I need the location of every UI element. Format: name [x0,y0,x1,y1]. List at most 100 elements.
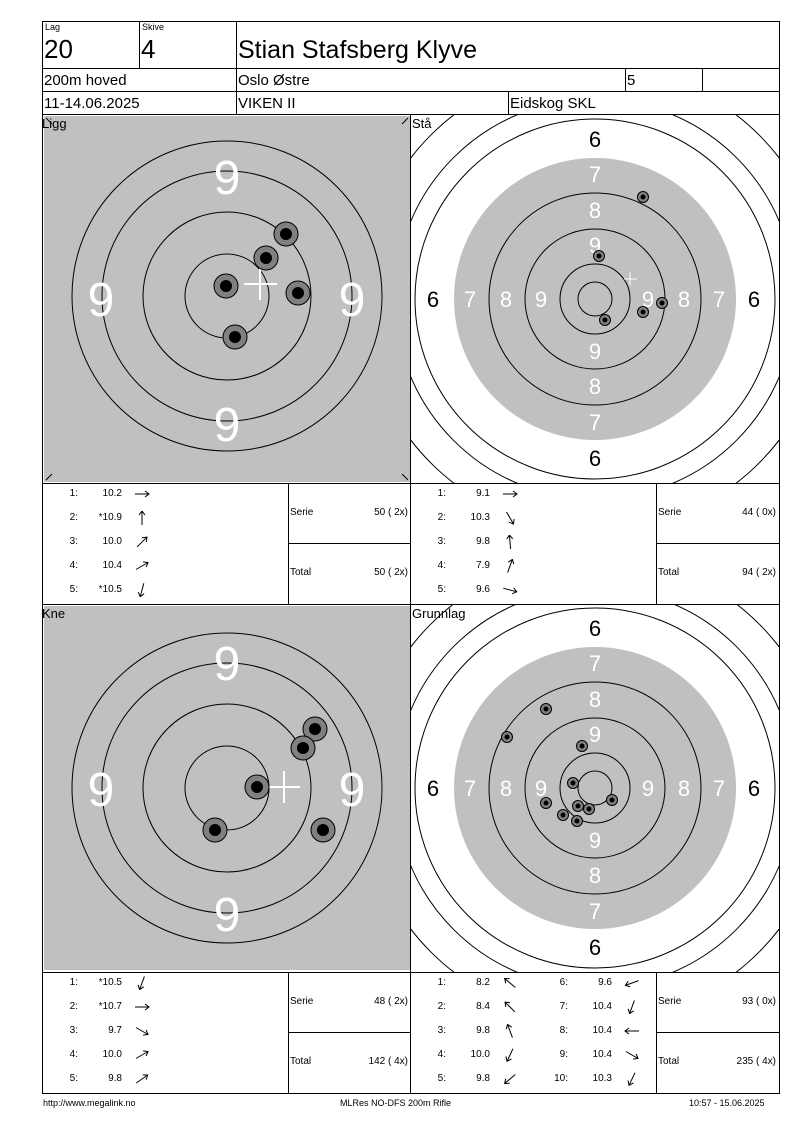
serie-value: 93 ( 0x) [742,996,776,1007]
ring-label-bottom: 9 [214,399,241,452]
ring-7-top: 7 [589,651,601,676]
hit-marker [273,221,299,247]
ring-7-left: 7 [464,776,476,801]
hit-marker [302,716,328,742]
direction-arrow-icon [624,976,639,990]
ring-9-left: 9 [535,776,547,801]
hit-marker [593,250,605,262]
ring-8-top: 8 [589,687,601,712]
hit-marker [285,280,311,306]
direction-arrow-icon [502,976,516,990]
target-ligg: 9 9 9 9 [44,116,410,482]
lag-value: 20 [44,34,73,64]
total-value: 50 ( 2x) [374,567,408,578]
shot-number: 1: [69,977,78,988]
ring-label-right: 9 [339,274,366,327]
hit-marker [583,803,595,815]
hit-marker [557,809,569,821]
shot-number: 9: [559,1049,568,1060]
shot-score: 9.8 [476,1073,490,1084]
shot-number: 1: [437,977,446,988]
ring-9-top: 9 [589,722,601,747]
direction-arrow-icon [134,1072,149,1086]
ring-label-left: 9 [88,764,115,817]
shot-number: 7: [559,1001,568,1012]
ring-label-top: 9 [214,152,241,205]
shot-score: 7.9 [476,560,490,571]
hit-marker [637,306,649,318]
footer-timestamp: 10:57 - 15.06.2025 [689,1098,765,1108]
shot-number: 3: [69,536,78,547]
ring-9-bottom: 9 [589,828,601,853]
direction-arrow-icon [502,511,516,525]
ring-7-bottom: 7 [589,899,601,924]
shot-score: 9.1 [476,488,490,499]
shot-number: 2: [437,512,446,523]
direction-arrow-icon [134,535,148,549]
shot-number: 2: [437,1001,446,1012]
shot-score: 10.2 [102,488,122,499]
shot-score: *10.9 [98,512,122,523]
shot-number: 4: [437,560,446,571]
shot-number: 1: [69,488,78,499]
shot-score: 9.8 [476,536,490,547]
ring-7-right: 7 [713,287,725,312]
ring-8-left: 8 [500,287,512,312]
hit-marker [202,817,228,843]
shot-score: *10.7 [98,1001,122,1012]
shot-score: 10.4 [102,560,122,571]
direction-arrow-icon [502,1072,516,1086]
shot-score: *10.5 [98,977,122,988]
date-label: 11-14.06.2025 [44,95,140,112]
total-label: Total [658,567,680,578]
ring-label-left: 9 [88,274,115,327]
hit-marker [572,800,584,812]
shot-number: 4: [69,1049,78,1060]
shot-number: 2: [69,512,78,523]
panel-label-sta: Stå [412,116,432,131]
total-label: Total [658,1056,680,1067]
ring-9-right: 9 [642,287,654,312]
shooter-name: Stian Stafsberg Klyve [238,36,478,64]
shot-score: 10.4 [592,1001,612,1012]
ring-8-top: 8 [589,198,601,223]
target-sta: 6 6 6 6 7 7 7 7 8 8 8 8 9 9 9 9 [411,115,779,483]
shot-score: 9.6 [476,584,490,595]
hit-marker [571,815,583,827]
direction-arrow-icon [502,1023,516,1038]
direction-arrow-icon [134,1000,150,1014]
hit-marker [567,777,579,789]
shot-score: 9.8 [476,1025,490,1036]
shot-score: 10.4 [592,1049,612,1060]
hit-marker [310,817,336,843]
ring-6-top: 6 [589,127,601,152]
total-value: 235 ( 4x) [736,1056,776,1067]
serie-value: 44 ( 0x) [742,507,776,518]
hit-marker [244,774,270,800]
hit-marker [540,797,552,809]
shot-score: 10.0 [102,1049,122,1060]
shot-number: 4: [69,560,78,571]
shot-score: 10.0 [470,1049,490,1060]
shot-number: 5: [437,584,446,595]
direction-arrow-icon [624,1072,638,1087]
shot-score: 8.4 [476,1001,490,1012]
shot-number: 5: [437,1073,446,1084]
class-label: 200m hoved [44,72,127,89]
ring-6-bottom: 6 [589,935,601,960]
ring-9-bottom: 9 [589,339,601,364]
footer-software: MLRes NO-DFS 200m Rifle [340,1098,452,1108]
shot-number: 2: [69,1001,78,1012]
serie-label: Serie [658,507,682,518]
direction-arrow-icon [134,583,148,598]
hit-marker [576,740,588,752]
serie-value: 50 ( 2x) [374,507,408,518]
total-label: Total [290,567,312,578]
shot-number: 3: [437,536,446,547]
shot-score: *10.5 [98,584,122,595]
serie-label: Serie [290,996,314,1007]
